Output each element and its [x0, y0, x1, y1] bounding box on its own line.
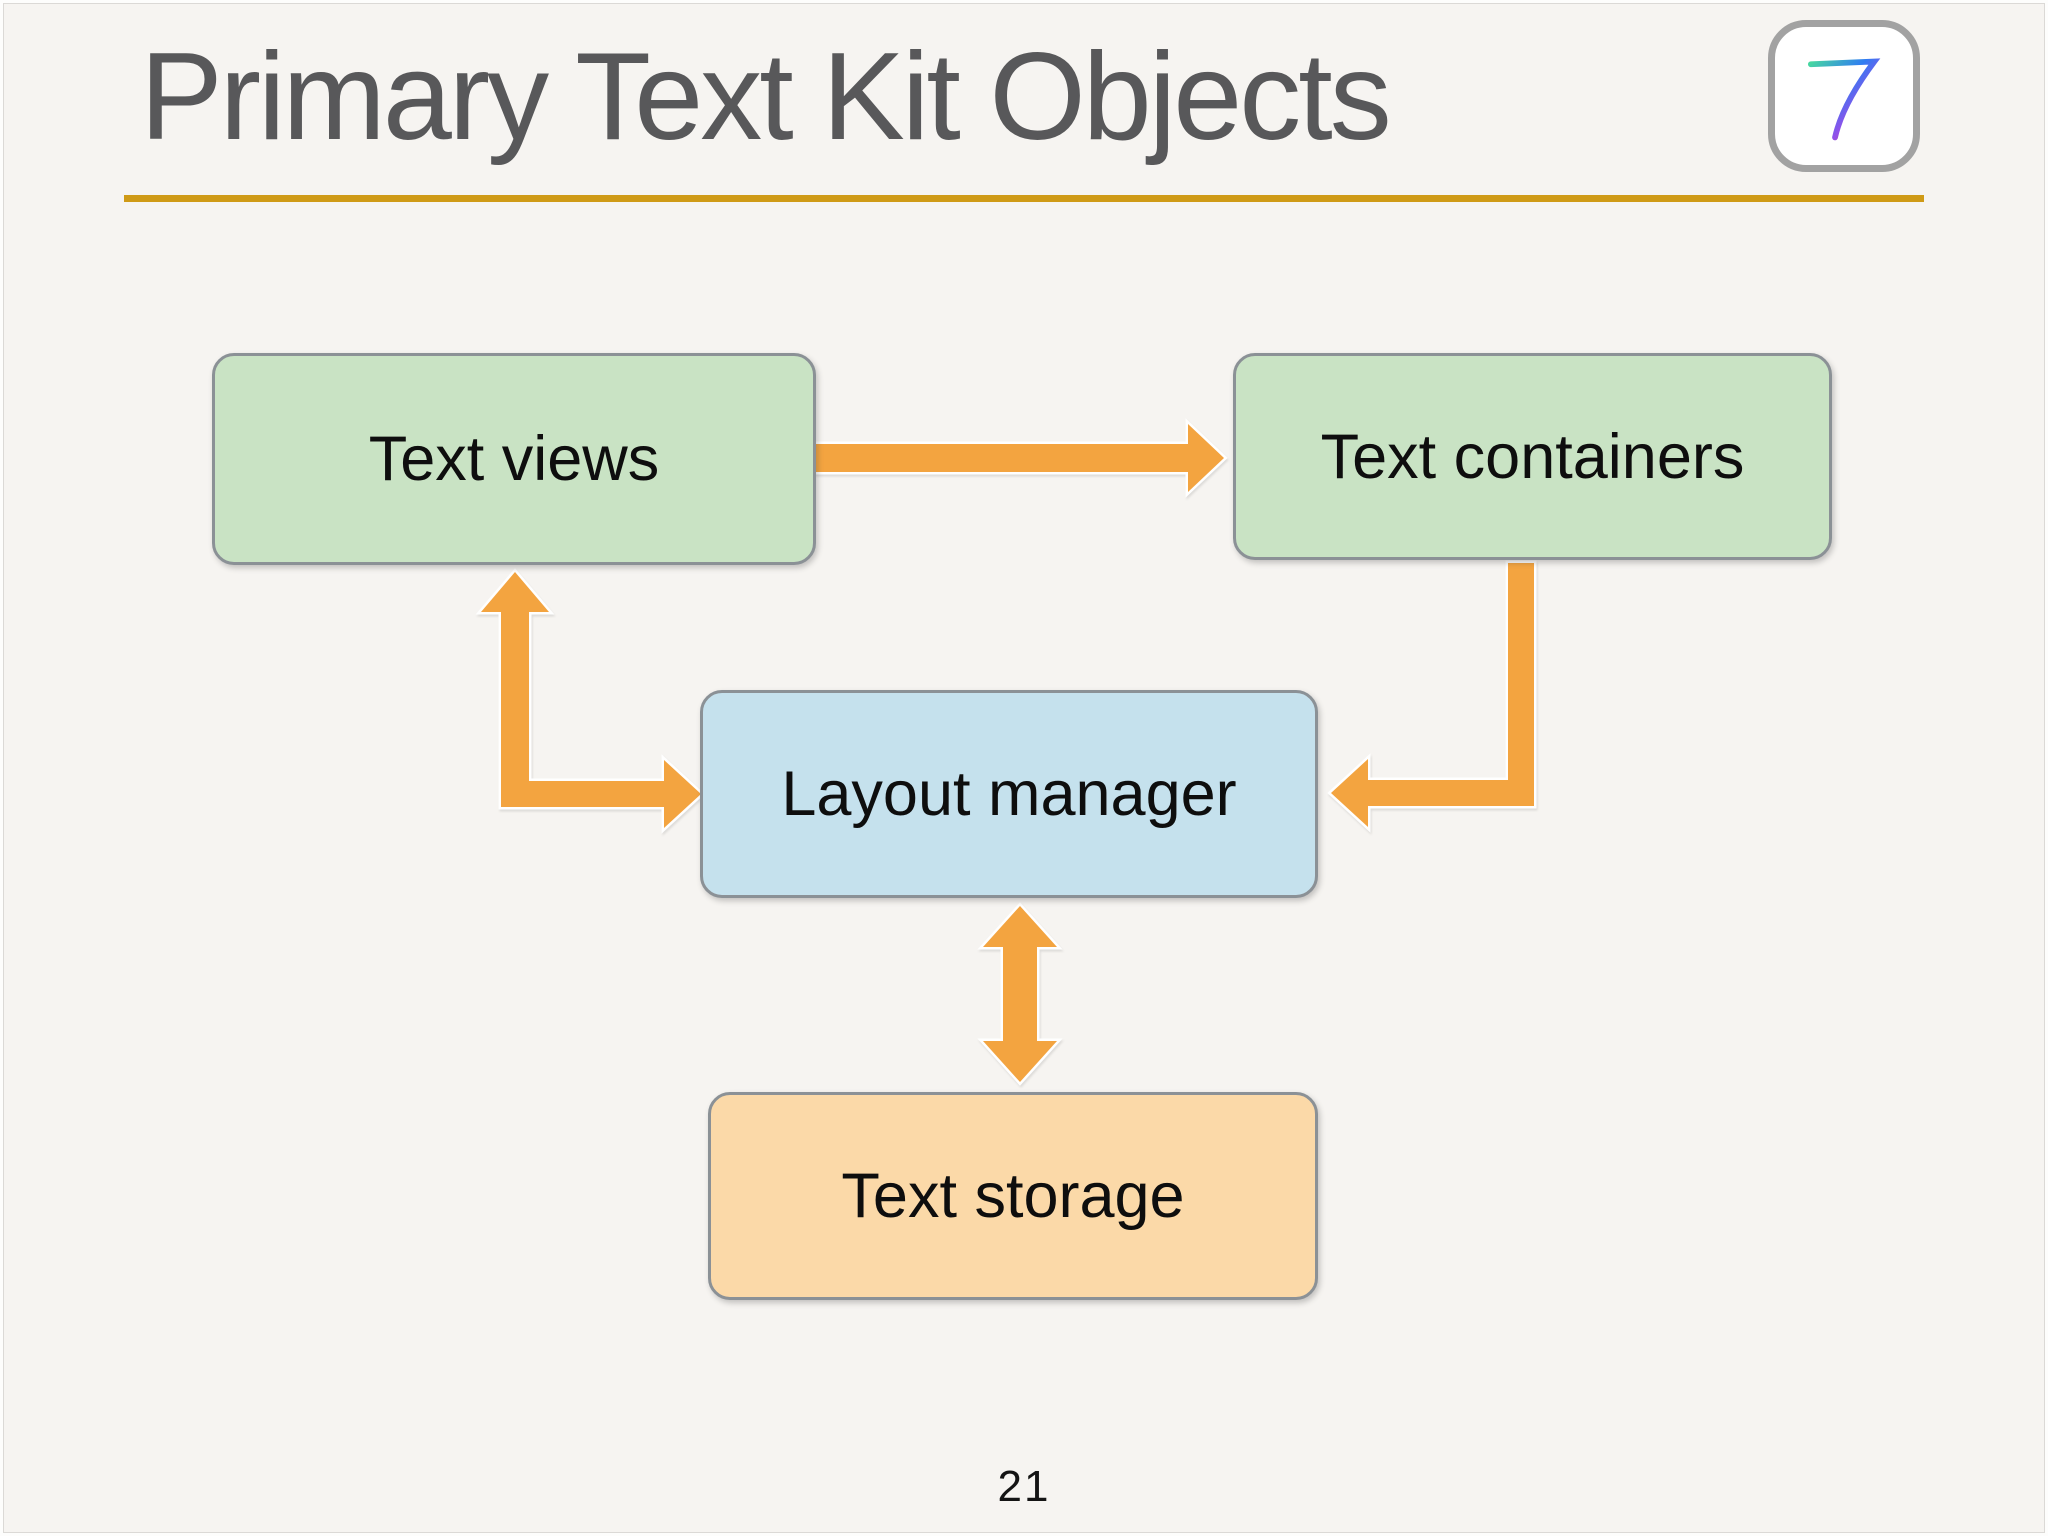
- node-text-storage: Text storage: [708, 1092, 1318, 1300]
- title-underline: [124, 195, 1924, 202]
- ios7-glyph-icon: [1807, 58, 1881, 141]
- node-text-containers: Text containers: [1233, 353, 1832, 560]
- arrow-text-views-to-text-containers: [813, 418, 1228, 498]
- page-title: Primary Text Kit Objects: [140, 28, 1392, 166]
- arrow-layout-manager-text-storage: [977, 902, 1063, 1086]
- node-layout-manager: Layout manager: [700, 690, 1318, 898]
- arrow-layout-manager-to-text-views: [475, 568, 705, 834]
- node-text-containers-label: Text containers: [1320, 421, 1745, 492]
- page-number: 21: [997, 1462, 1051, 1511]
- ios7-badge: [1768, 20, 1920, 172]
- arrow-text-containers-to-layout-manager: [1327, 560, 1537, 833]
- node-text-views: Text views: [212, 353, 816, 565]
- node-layout-manager-label: Layout manager: [781, 759, 1237, 829]
- node-text-views-label: Text views: [368, 424, 660, 494]
- node-text-storage-label: Text storage: [841, 1161, 1185, 1231]
